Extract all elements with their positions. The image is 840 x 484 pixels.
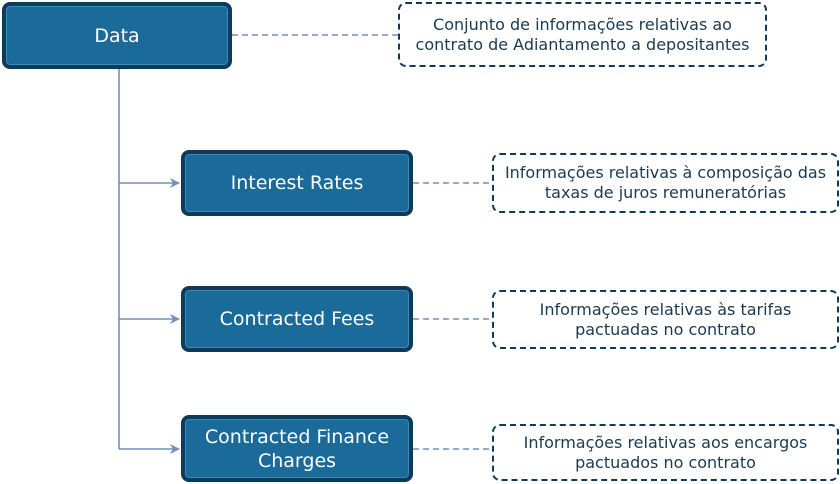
node-data-label: Data	[94, 24, 140, 47]
note-interest-rates: Informações relativas à composição das t…	[492, 153, 839, 213]
node-data: Data	[2, 2, 232, 69]
note-data: Conjunto de informações relativas ao con…	[398, 2, 767, 67]
note-data-text: Conjunto de informações relativas ao con…	[415, 14, 750, 54]
node-interest-rates: Interest Rates	[181, 150, 413, 216]
node-interest-rates-label: Interest Rates	[230, 172, 364, 194]
node-contracted-finance-charges: Contracted Finance Charges	[181, 415, 413, 482]
node-contracted-fees-label: Contracted Fees	[219, 308, 375, 330]
node-contracted-fees: Contracted Fees	[181, 286, 413, 352]
note-contracted-fees-text: Informações relativas às tarifas pactuad…	[539, 299, 792, 339]
note-contracted-finance-charges-text: Informações relativas aos encargos pactu…	[523, 432, 808, 472]
node-contracted-finance-charges-label: Contracted Finance Charges	[204, 425, 390, 472]
note-contracted-fees: Informações relativas às tarifas pactuad…	[492, 290, 839, 349]
note-contracted-finance-charges: Informações relativas aos encargos pactu…	[492, 424, 839, 481]
note-interest-rates-text: Informações relativas à composição das t…	[504, 163, 827, 202]
